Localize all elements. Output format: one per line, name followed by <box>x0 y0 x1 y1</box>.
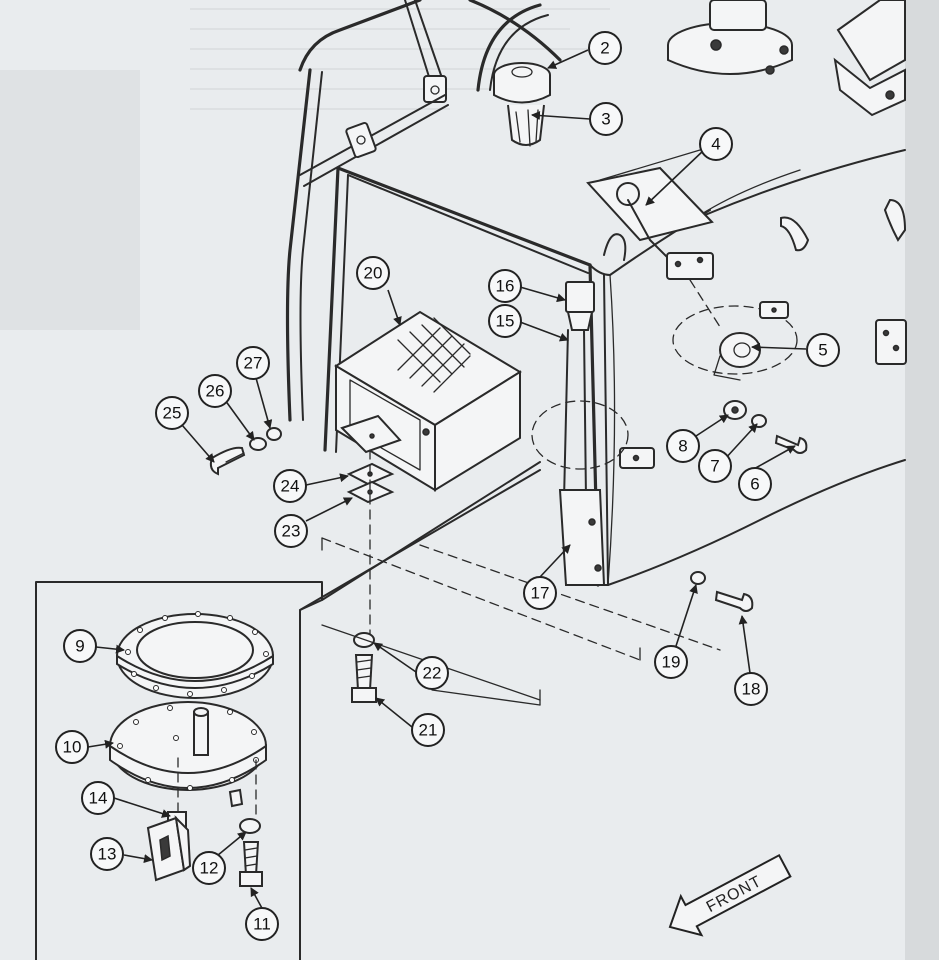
hardware-6-7-8 <box>723 400 808 454</box>
callout-27: 27 <box>236 346 270 380</box>
svg-text:27: 27 <box>244 354 263 373</box>
top-right-components <box>667 0 906 117</box>
level-sender <box>672 301 798 381</box>
pads-23-24 <box>346 449 395 641</box>
svg-text:23: 23 <box>282 522 301 541</box>
svg-text:14: 14 <box>89 789 108 808</box>
svg-text:13: 13 <box>98 845 117 864</box>
fuel-tube-assembly <box>531 281 629 586</box>
front-direction-arrow: FRONT <box>668 853 792 937</box>
mounting-plate <box>109 701 267 808</box>
filter-mesh-pattern <box>397 317 471 393</box>
callout-19: 19 <box>654 645 688 679</box>
callout-11: 11 <box>245 907 279 941</box>
callout-17: 17 <box>523 576 557 610</box>
callout-24: 24 <box>273 469 307 503</box>
svg-text:21: 21 <box>419 721 438 740</box>
callouts: 2 3 4 5 6 7 8 9 10 11 12 13 14 15 16 17 … <box>55 31 840 941</box>
callout-22: 22 <box>415 656 449 690</box>
callout-20: 20 <box>356 256 390 290</box>
svg-text:11: 11 <box>253 915 271 934</box>
callout-7: 7 <box>698 449 732 483</box>
bolt-21-washer-22 <box>351 632 377 703</box>
svg-text:6: 6 <box>750 475 759 494</box>
callout-13: 13 <box>90 837 124 871</box>
callout-5: 5 <box>806 333 840 367</box>
svg-text:12: 12 <box>200 859 219 878</box>
callout-8: 8 <box>666 429 700 463</box>
page-shadow-strip <box>0 70 140 330</box>
inset-detail <box>35 581 323 960</box>
svg-text:9: 9 <box>75 637 84 656</box>
ring-gasket <box>116 611 274 699</box>
callout-21: 21 <box>411 713 445 747</box>
filter-box <box>334 310 522 492</box>
guide-lines <box>299 461 721 706</box>
svg-text:7: 7 <box>710 457 719 476</box>
callout-16: 16 <box>488 269 522 303</box>
callout-10: 10 <box>55 730 89 764</box>
fuel-gauge <box>586 166 723 331</box>
callout-4: 4 <box>699 127 733 161</box>
svg-text:10: 10 <box>63 738 82 757</box>
callout-23: 23 <box>274 514 308 548</box>
svg-text:24: 24 <box>281 477 300 496</box>
svg-text:2: 2 <box>600 39 609 58</box>
svg-text:19: 19 <box>662 653 681 672</box>
callout-15: 15 <box>488 304 522 338</box>
sender-unit <box>146 757 192 882</box>
callout-18: 18 <box>734 672 768 706</box>
svg-text:5: 5 <box>818 341 827 360</box>
callout-14: 14 <box>81 781 115 815</box>
filler-cap <box>493 62 551 104</box>
svg-text:26: 26 <box>206 382 225 401</box>
svg-text:20: 20 <box>364 264 383 283</box>
svg-text:22: 22 <box>423 664 442 683</box>
svg-text:4: 4 <box>711 135 720 154</box>
svg-text:18: 18 <box>742 680 761 699</box>
callout-2: 2 <box>588 31 622 65</box>
filler-strainer <box>507 104 545 147</box>
callout-9: 9 <box>63 629 97 663</box>
callout-25: 25 <box>155 396 189 430</box>
page-right-edge <box>905 0 939 960</box>
svg-text:25: 25 <box>163 404 182 423</box>
svg-text:3: 3 <box>601 110 610 129</box>
svg-text:8: 8 <box>678 437 687 456</box>
svg-text:17: 17 <box>531 584 550 603</box>
callout-6: 6 <box>738 467 772 501</box>
svg-text:15: 15 <box>496 312 515 331</box>
callout-26: 26 <box>198 374 232 408</box>
hardware-18-19 <box>690 571 754 612</box>
bolt-11-washer-12 <box>239 759 263 887</box>
hardware-25-26-27 <box>209 427 282 476</box>
callout-12: 12 <box>192 851 226 885</box>
side-brackets <box>619 198 907 469</box>
svg-text:16: 16 <box>496 277 515 296</box>
callout-3: 3 <box>589 102 623 136</box>
